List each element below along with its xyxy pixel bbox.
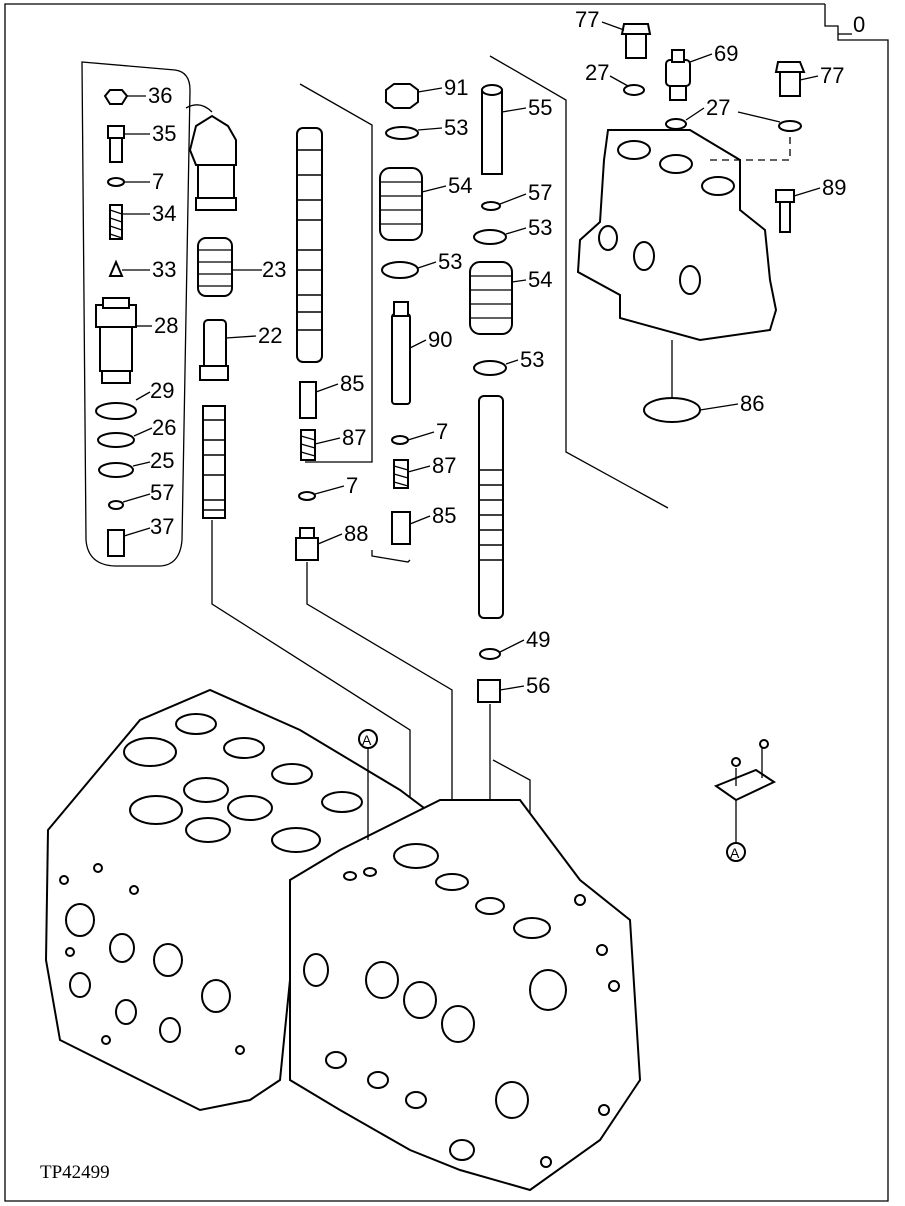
part-7-oring — [107, 177, 125, 187]
center-spool — [296, 127, 323, 363]
part-27-oring-a — [623, 84, 645, 96]
page-border — [4, 3, 889, 1202]
part-56-plug — [477, 679, 501, 703]
callout-27-b: 27 — [706, 95, 730, 120]
callout-28: 28 — [154, 313, 178, 338]
detail-a-inset: A — [713, 739, 777, 862]
callout-86: 86 — [740, 391, 764, 416]
callout-57: 57 — [150, 480, 174, 505]
part-86-ring — [643, 397, 701, 423]
main-valve-body — [44, 688, 642, 1192]
part-53-washer-a — [385, 126, 419, 140]
part-54-spring-b — [469, 261, 513, 335]
part-35-plug — [107, 125, 125, 139]
callout-25: 25 — [150, 448, 174, 473]
callout-27-a: 27 — [585, 60, 609, 85]
callout-57-right: 57 — [528, 180, 552, 205]
callout-77-b: 77 — [820, 63, 844, 88]
callout-91: 91 — [444, 75, 468, 100]
valve-head — [188, 114, 237, 166]
callout-53-d: 53 — [520, 347, 544, 372]
callout-26: 26 — [152, 415, 176, 440]
cover-block-assembly — [576, 23, 806, 423]
part-23-spring — [197, 237, 233, 297]
part-49-oring — [479, 648, 501, 660]
part-77-plug-a — [620, 23, 652, 35]
part-54-spring-a — [379, 167, 423, 241]
part-53-washer-c — [473, 229, 507, 245]
callout-53-c: 53 — [528, 215, 552, 240]
callout-54-a: 54 — [448, 173, 472, 198]
part-85-spacer-right — [391, 511, 411, 545]
callout-55: 55 — [528, 95, 552, 120]
callout-33: 33 — [152, 257, 176, 282]
figure-code: TP42499 — [40, 1162, 110, 1183]
callout-36: 36 — [148, 83, 172, 108]
callout-7-right: 7 — [436, 419, 448, 444]
part-57-oring — [108, 500, 124, 510]
part-69-fitting — [665, 59, 691, 87]
callout-7-center: 7 — [346, 473, 358, 498]
callout-35: 35 — [152, 121, 176, 146]
callout-29: 29 — [150, 378, 174, 403]
part-53-washer-b — [381, 261, 419, 279]
part-7-oring-right — [391, 435, 409, 445]
callouts: 36 35 7 34 33 28 29 26 25 57 37 23 22 85… — [122, 7, 846, 698]
callout-90: 90 — [428, 327, 452, 352]
part-29-ring — [95, 402, 137, 420]
front-valve-section — [289, 799, 642, 1192]
reference-marker-a-detail: A — [730, 845, 740, 861]
callout-85-right: 85 — [432, 503, 456, 528]
corner-label: 0 — [853, 12, 865, 37]
callout-89: 89 — [822, 175, 846, 200]
part-53-washer-d — [473, 360, 507, 376]
spool-assembly-center — [295, 83, 373, 561]
callout-7: 7 — [152, 169, 164, 194]
part-7-oring-center — [298, 491, 316, 501]
callout-85-center: 85 — [340, 371, 364, 396]
lower-spool — [202, 405, 226, 519]
part-88-plug — [295, 537, 319, 561]
part-33-poppet — [108, 259, 124, 277]
callout-87-right: 87 — [432, 453, 456, 478]
callout-87-center: 87 — [342, 425, 366, 450]
part-36-nut — [103, 89, 129, 105]
part-25-oring — [98, 462, 134, 478]
spring-stack-assembly — [371, 83, 423, 563]
spool-assembly-left — [185, 104, 237, 519]
callout-49: 49 — [526, 627, 550, 652]
part-91-nut — [385, 83, 419, 109]
callout-54-b: 54 — [528, 267, 552, 292]
callout-22: 22 — [258, 323, 282, 348]
part-27-oring-c — [778, 120, 802, 132]
callout-88: 88 — [344, 521, 368, 546]
callout-37: 37 — [150, 514, 174, 539]
callout-23: 23 — [262, 257, 286, 282]
part-27-oring-b — [665, 118, 687, 130]
part-57-oring-right — [481, 201, 501, 211]
part-55-rod — [481, 89, 503, 175]
reference-marker-a-top: A — [358, 729, 378, 840]
detail-plate — [713, 768, 777, 802]
main-spool-assembly — [469, 55, 669, 703]
callout-77-a: 77 — [575, 7, 599, 32]
main-spool — [478, 395, 504, 619]
part-77-plug-b — [774, 61, 806, 73]
callout-53-b: 53 — [438, 249, 462, 274]
part-37-plug — [107, 529, 125, 557]
callout-69: 69 — [714, 41, 738, 66]
callout-34: 34 — [152, 201, 176, 226]
part-22-spool — [203, 319, 227, 371]
callout-53-a: 53 — [444, 115, 468, 140]
callout-56: 56 — [526, 673, 550, 698]
part-26-backup-ring — [97, 432, 135, 448]
part-90-piston — [391, 313, 411, 405]
part-89-bolt — [775, 189, 795, 203]
svg-text:A: A — [362, 732, 372, 748]
part-85-spacer — [299, 381, 317, 419]
